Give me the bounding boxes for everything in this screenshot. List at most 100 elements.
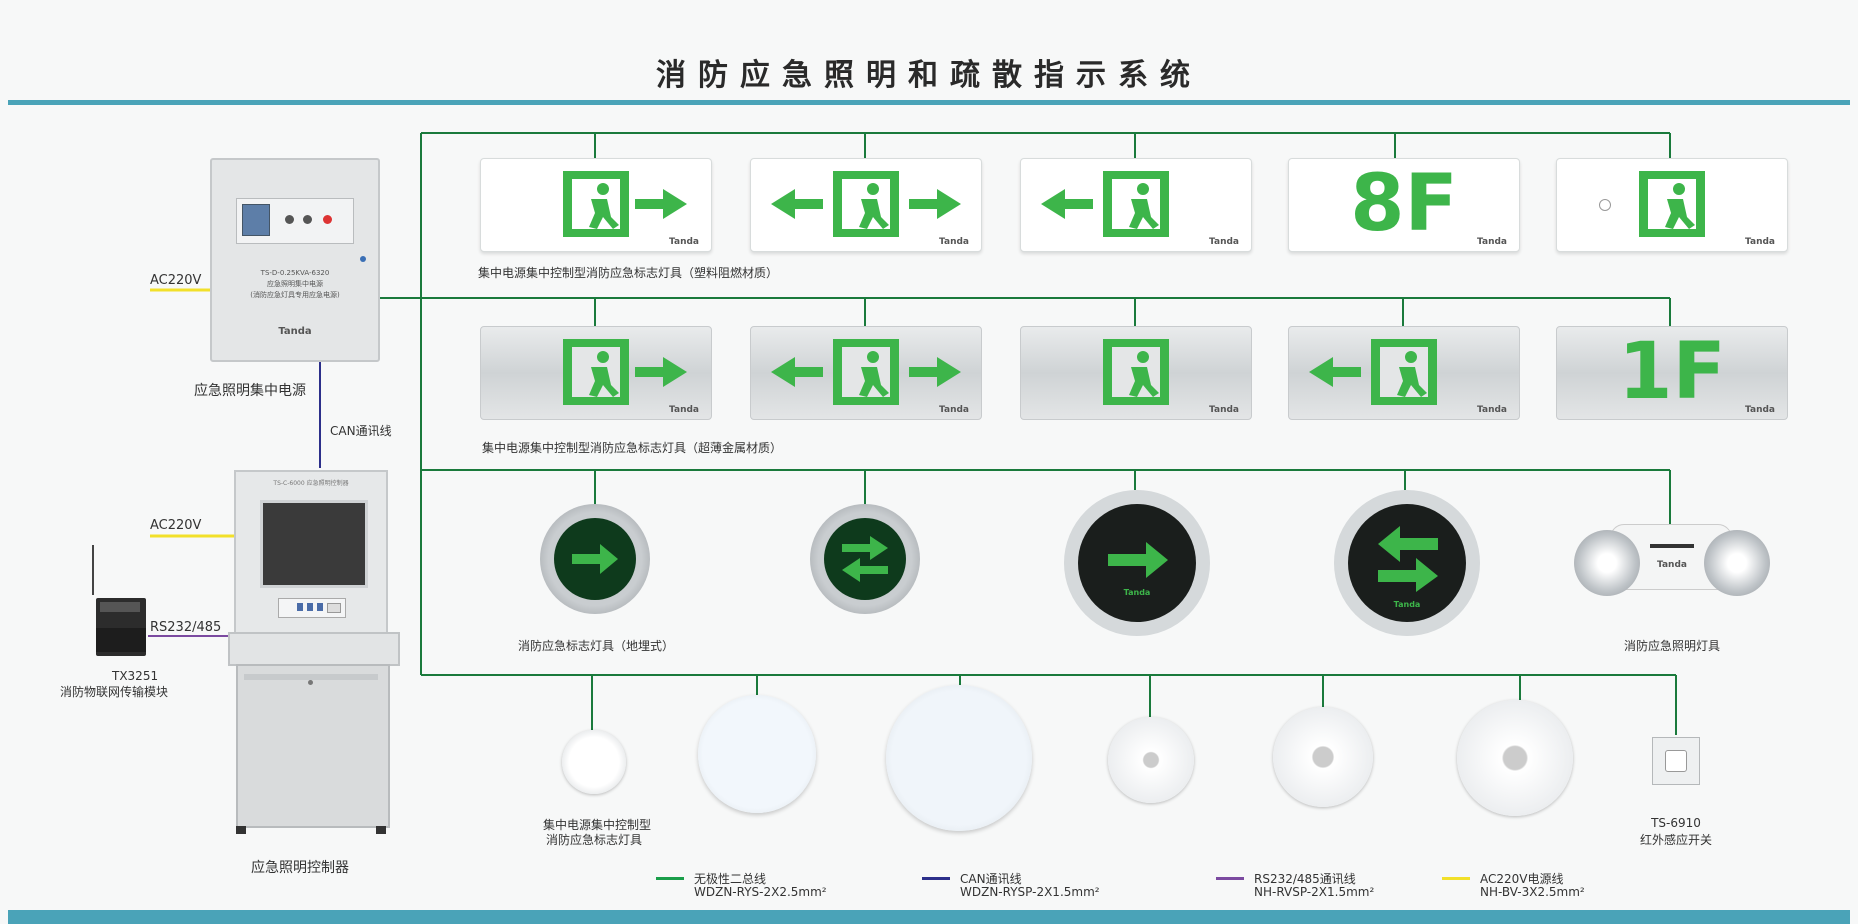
brand-mark: Tanda bbox=[1477, 405, 1507, 415]
metal-sign-exit-right: Tanda bbox=[480, 326, 712, 420]
legend-name: CAN通讯线 bbox=[960, 872, 1022, 886]
power-supply-display-panel bbox=[236, 198, 354, 244]
metal-sign-exit-left: Tanda bbox=[1288, 326, 1520, 420]
downlight-medium bbox=[1273, 707, 1373, 807]
floor-sign-large-right: Tanda bbox=[1064, 490, 1210, 636]
switch-name: 红外感应开关 bbox=[1639, 833, 1713, 847]
module-model: TX3251 bbox=[112, 669, 159, 683]
exit-icon bbox=[1639, 171, 1705, 237]
brand-mark: Tanda bbox=[1477, 237, 1507, 247]
power-supply-nameplate: TS-D-0.25KVA-6320 应急照明集中电源 (消防应急灯具专用应急电源… bbox=[212, 268, 378, 301]
exit-right-arrow-icon bbox=[563, 339, 687, 405]
ac220v-label: AC220V bbox=[150, 518, 202, 533]
floor-sign-right bbox=[540, 504, 650, 614]
nameplate-line: TS-D-0.25KVA-6320 bbox=[260, 269, 330, 277]
row3-caption-left: 消防应急标志灯具（地埋式） bbox=[517, 639, 675, 653]
row1-caption: 集中电源集中控制型消防应急标志灯具（塑料阻燃材质） bbox=[478, 266, 779, 280]
metal-sign-exit: Tanda bbox=[1020, 326, 1252, 420]
exit-both-arrows-icon bbox=[771, 171, 961, 237]
legend-spec: NH-RVSP-2X1.5mm² bbox=[1254, 885, 1375, 899]
exit-icon bbox=[1103, 339, 1169, 405]
sign-floor-8f: 8F Tanda bbox=[1288, 158, 1520, 252]
arrow-both-icon bbox=[1378, 526, 1438, 592]
top-divider bbox=[8, 100, 1850, 105]
controller-keypad bbox=[278, 598, 346, 618]
row4-caption-line1: 集中电源集中控制型 bbox=[542, 818, 652, 832]
legend-swatch bbox=[922, 877, 950, 880]
brand-mark: Tanda bbox=[1123, 588, 1151, 597]
sign-exit-left: Tanda bbox=[1020, 158, 1252, 252]
brand-mark: Tanda bbox=[669, 405, 699, 415]
module-name: 消防物联网传输模块 bbox=[60, 685, 169, 699]
row4-caption-line2: 消防应急标志灯具 bbox=[545, 833, 643, 847]
brand-mark: Tanda bbox=[1209, 405, 1239, 415]
brand-mark: Tanda bbox=[939, 237, 969, 247]
emergency-lighting-controller: TS-C-6000 应急照明控制器 bbox=[234, 470, 388, 634]
emergency-twin-head-light: Tanda bbox=[1574, 524, 1770, 600]
meter-screen bbox=[242, 204, 270, 236]
legend-spec: WDZN-RYS-2X2.5mm² bbox=[694, 885, 827, 899]
brand-mark: Tanda bbox=[1209, 237, 1239, 247]
exit-right-arrow-icon bbox=[563, 171, 687, 237]
power-supply-brand: Tanda bbox=[278, 326, 312, 337]
legend-swatch bbox=[1442, 877, 1470, 880]
small-ceiling-light bbox=[562, 730, 626, 794]
brand-mark: Tanda bbox=[1745, 237, 1775, 247]
indicator-led bbox=[360, 256, 366, 262]
floor-sign-large-both: Tanda bbox=[1334, 490, 1480, 636]
arrow-right-icon bbox=[1108, 542, 1168, 578]
legend-name: RS232/485通讯线 bbox=[1254, 872, 1356, 886]
legend-name: AC220V电源线 bbox=[1480, 872, 1564, 886]
sign-exit-sensor: Tanda bbox=[1556, 158, 1788, 252]
downlight-large bbox=[1457, 700, 1573, 816]
sensor-icon bbox=[1665, 750, 1687, 772]
exit-left-arrow-icon bbox=[1041, 171, 1169, 237]
floor-number: 8F bbox=[1350, 159, 1458, 249]
legend: 无极性二总线 WDZN-RYS-2X2.5mm² CAN通讯线 WDZN-RYS… bbox=[656, 870, 1656, 906]
row2-caption: 集中电源集中控制型消防应急标志灯具（超薄金属材质） bbox=[482, 441, 783, 455]
sign-exit-both: Tanda bbox=[750, 158, 982, 252]
legend-spec: NH-BV-3X2.5mm² bbox=[1480, 885, 1585, 899]
rs232-label: RS232/485 bbox=[150, 620, 222, 635]
controller-header: TS-C-6000 应急照明控制器 bbox=[273, 480, 349, 487]
legend-spec: WDZN-RYSP-2X1.5mm² bbox=[960, 885, 1100, 899]
exit-both-arrows-icon bbox=[771, 339, 961, 405]
legend-swatch bbox=[1216, 877, 1244, 880]
knob-icon bbox=[303, 215, 312, 224]
bottom-divider bbox=[8, 910, 1850, 924]
metal-sign-exit-both: Tanda bbox=[750, 326, 982, 420]
floor-sign-both bbox=[810, 504, 920, 614]
row3-caption-right: 消防应急照明灯具 bbox=[1623, 639, 1721, 653]
sensor-icon bbox=[1599, 199, 1611, 211]
controller-base-cabinet bbox=[236, 664, 390, 828]
alarm-light-icon bbox=[323, 215, 332, 224]
antenna-icon bbox=[92, 545, 94, 595]
exit-left-arrow-icon bbox=[1309, 339, 1437, 405]
floor-number: 1F bbox=[1618, 327, 1726, 417]
sign-exit-right: Tanda bbox=[480, 158, 712, 252]
arrow-both-icon bbox=[842, 536, 888, 582]
controller-desk bbox=[228, 632, 400, 666]
brand-mark: Tanda bbox=[1745, 405, 1775, 415]
cabinet-foot bbox=[236, 826, 246, 834]
nameplate-line: (消防应急灯具专用应急电源) bbox=[250, 291, 340, 299]
brand-mark: Tanda bbox=[1657, 560, 1687, 570]
ceiling-light bbox=[698, 695, 816, 813]
iot-transmission-module bbox=[96, 598, 146, 656]
arrow-right-icon bbox=[572, 544, 618, 574]
power-supply-label: 应急照明集中电源 bbox=[194, 383, 306, 399]
lamp-head-icon bbox=[1704, 530, 1770, 596]
controller-label: 应急照明控制器 bbox=[251, 860, 349, 876]
legend-swatch bbox=[656, 877, 684, 880]
brand-mark: Tanda bbox=[1393, 600, 1421, 609]
brand-mark: Tanda bbox=[939, 405, 969, 415]
lamp-head-icon bbox=[1574, 530, 1640, 596]
legend-name: 无极性二总线 bbox=[694, 872, 767, 886]
metal-sign-floor-1f: 1F Tanda bbox=[1556, 326, 1788, 420]
brand-mark: Tanda bbox=[669, 237, 699, 247]
ac220v-label: AC220V bbox=[150, 273, 202, 288]
cabinet-foot bbox=[376, 826, 386, 834]
nameplate-line: 应急照明集中电源 bbox=[267, 280, 323, 288]
large-ceiling-light bbox=[886, 685, 1032, 831]
